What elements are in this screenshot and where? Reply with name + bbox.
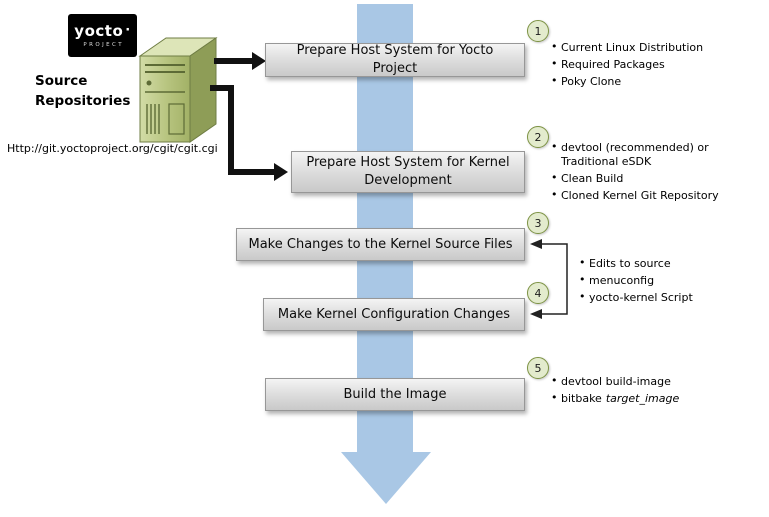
server-icon <box>138 37 218 143</box>
list-item: Cloned Kernel Git Repository <box>550 188 726 203</box>
list-item: yocto-kernel Script <box>578 290 738 305</box>
step-number-badge-4: 4 <box>527 282 549 304</box>
list-item: Poky Clone <box>550 74 722 89</box>
bullet-list-steps-3-4: Edits to source menuconfig yocto-kernel … <box>578 256 738 308</box>
list-item: devtool build-image <box>550 374 730 389</box>
step-box-3-label: Make Changes to the Kernel Source Files <box>248 236 513 252</box>
bracket-steps-3-4-icon <box>530 239 568 319</box>
list-item-italic-text: target_image <box>605 392 680 406</box>
step-number-badge-1: 1 <box>527 20 549 42</box>
flow-arrow-head-icon <box>341 452 431 504</box>
list-item: Edits to source <box>578 256 738 271</box>
list-item: Clean Build <box>550 171 726 186</box>
yocto-logo: yocto· PROJECT <box>68 14 137 57</box>
bullet-list-step1: Current Linux Distribution Required Pack… <box>550 40 722 92</box>
yocto-logo-subtitle: PROJECT <box>83 41 124 48</box>
step-box-3: Make Changes to the Kernel Source Files <box>236 228 525 261</box>
step-box-4-label: Make Kernel Configuration Changes <box>277 306 511 322</box>
list-item: Required Packages <box>550 57 722 72</box>
step-number-badge-2: 2 <box>527 126 549 148</box>
bullet-list-step2: devtool (recommended) or Traditional eSD… <box>550 140 726 206</box>
list-item-text: bitbake <box>561 392 602 406</box>
step-box-5: Build the Image <box>265 378 525 411</box>
list-item: menuconfig <box>578 273 738 288</box>
step-box-4: Make Kernel Configuration Changes <box>263 298 525 331</box>
yocto-logo-brand: yocto· <box>74 21 131 40</box>
step-number-badge-5: 5 <box>527 357 549 379</box>
step-box-1: Prepare Host System for Yocto Project <box>265 43 525 77</box>
step-box-5-label: Build the Image <box>343 386 447 402</box>
list-item: devtool (recommended) or Traditional eSD… <box>550 140 726 169</box>
step-box-2-label: Prepare Host System for Kernel Developme… <box>306 155 510 188</box>
yocto-logo-dot: · <box>125 22 131 38</box>
list-item: Current Linux Distribution <box>550 40 722 55</box>
step-number-badge-3: 3 <box>527 212 549 234</box>
step-box-1-label: Prepare Host System for Yocto Project <box>296 43 494 76</box>
yocto-logo-text: yocto <box>74 21 124 40</box>
step-box-2: Prepare Host System for Kernel Developme… <box>291 151 525 193</box>
source-repositories-label: Source Repositories <box>35 73 131 109</box>
source-repositories-url: Http://git.yoctoproject.org/cgit/cgit.cg… <box>7 142 218 155</box>
